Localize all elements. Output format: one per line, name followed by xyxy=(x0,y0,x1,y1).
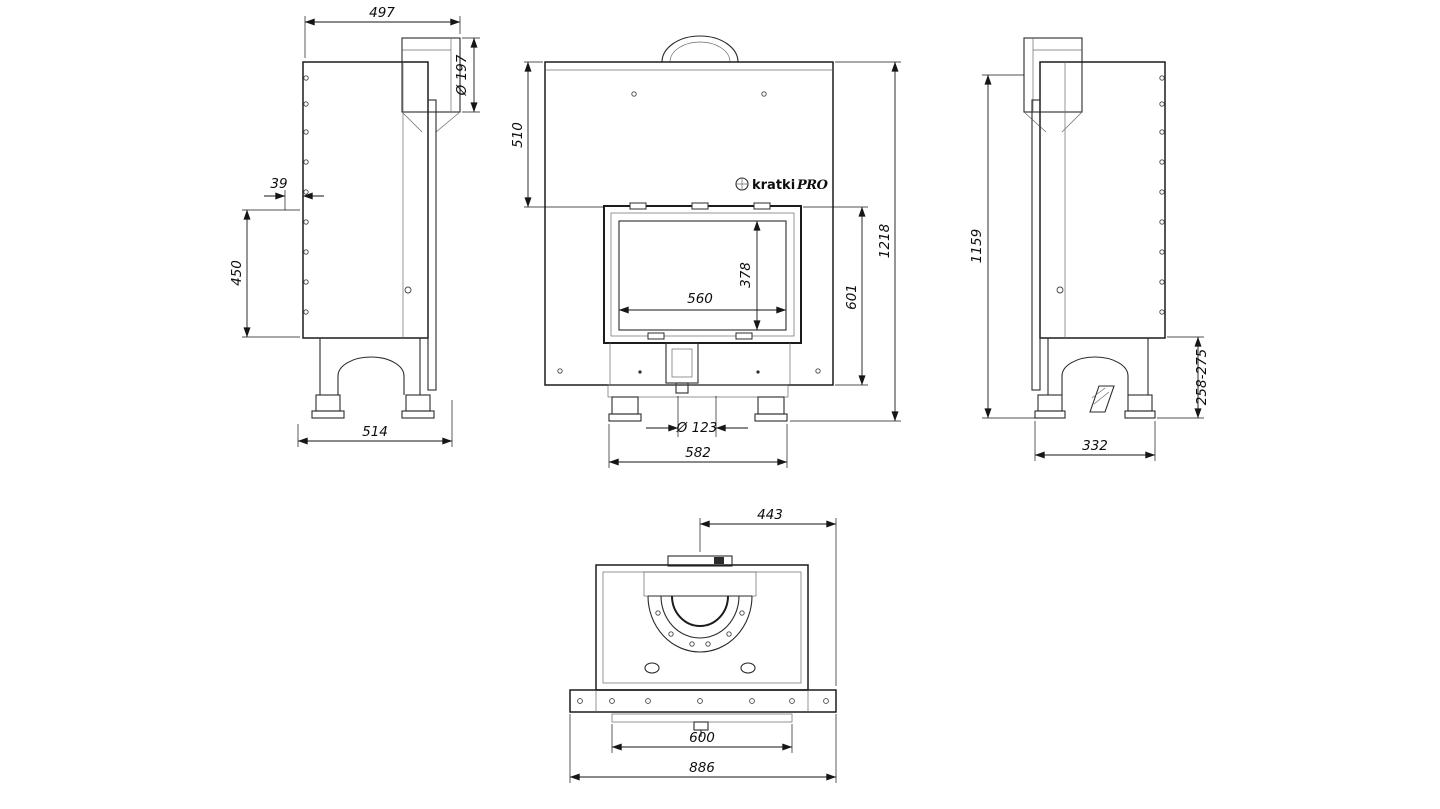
brand-logo: kratki PRO xyxy=(735,177,829,193)
hinge-1 xyxy=(629,202,647,210)
view-left-side xyxy=(302,37,461,419)
dim-label-601: 601 xyxy=(844,284,860,310)
foot-left-1 xyxy=(311,410,345,419)
dim-label-497: 497 xyxy=(369,5,395,21)
latch-2 xyxy=(735,332,753,340)
glass-panel xyxy=(618,220,787,331)
leg-front-2 xyxy=(757,396,785,415)
hinge-2 xyxy=(691,202,709,210)
dim-label-332: 332 xyxy=(1082,438,1108,454)
dims-left-side: 497 Ø 197 39 450 514 xyxy=(229,5,480,447)
view-top xyxy=(569,555,837,737)
bolt-circles-left xyxy=(303,75,309,315)
dim-label-600: 600 xyxy=(689,730,715,746)
dim-label-514: 514 xyxy=(362,424,388,440)
dims-front: 510 378 560 601 1218 Ø 123 582 xyxy=(510,61,901,468)
brand-logo-text: kratki xyxy=(752,178,795,193)
flue-opening-inner xyxy=(671,595,729,627)
dim-label-1159: 1159 xyxy=(969,229,985,263)
latch-1 xyxy=(647,332,665,340)
body-front xyxy=(544,61,834,386)
leg-left-1 xyxy=(315,394,341,412)
front-frame-right-side xyxy=(1031,99,1041,391)
bolt-circles-right xyxy=(1159,75,1165,315)
view-front: kratki PRO xyxy=(544,35,834,422)
foot-front-2 xyxy=(754,413,788,422)
dim-label-outlet-diameter: Ø 123 xyxy=(676,420,718,436)
dome-top xyxy=(661,35,739,63)
foot-right-1 xyxy=(1034,410,1066,419)
flue-pipe-left xyxy=(401,37,461,113)
front-panel-top-view xyxy=(569,689,837,713)
pedestal-arch-right xyxy=(1061,356,1129,395)
leg-right-1 xyxy=(1037,394,1063,412)
dim-label-582: 582 xyxy=(685,445,711,461)
front-frame-left-side xyxy=(427,99,437,391)
handle-right-side xyxy=(1056,286,1064,294)
dim-label-378: 378 xyxy=(738,262,754,288)
dim-label-39: 39 xyxy=(270,176,287,192)
hinge-3 xyxy=(753,202,771,210)
dims-top: 443 600 886 xyxy=(569,507,837,783)
handle-left-side xyxy=(404,286,412,294)
leg-right-2 xyxy=(1127,394,1153,412)
dim-label-leg-height: 258-275 xyxy=(1194,349,1210,405)
dim-label-450: 450 xyxy=(229,260,245,286)
dim-label-510: 510 xyxy=(510,122,526,148)
foot-front-1 xyxy=(608,413,642,422)
body-top-view xyxy=(595,564,809,691)
pedestal-arch-left xyxy=(337,356,405,395)
door-strip-top-view xyxy=(611,713,793,723)
mount-slot-2 xyxy=(740,662,756,674)
dim-label-886: 886 xyxy=(689,760,715,776)
handle-top-view xyxy=(693,721,709,731)
mount-slot-1 xyxy=(644,662,660,674)
dim-label-443: 443 xyxy=(757,507,783,523)
dim-label-1218: 1218 xyxy=(877,224,893,258)
body-left-side xyxy=(302,61,429,339)
dim-label-flue-diameter: Ø 197 xyxy=(454,54,470,96)
view-right-side xyxy=(1023,37,1166,419)
brand-logo-suffix: PRO xyxy=(796,178,829,193)
door-frame xyxy=(603,205,802,344)
dim-label-560: 560 xyxy=(687,291,713,307)
dims-right-side: 1159 258-275 332 xyxy=(969,74,1210,461)
body-right-side xyxy=(1039,61,1166,339)
panel-holes xyxy=(577,698,829,704)
leg-left-2 xyxy=(405,394,431,412)
base-plate-front xyxy=(607,384,789,398)
flue-rim-bolts xyxy=(655,610,745,647)
flue-opening-outer xyxy=(647,595,753,653)
flue-collar-top-view xyxy=(667,555,733,567)
foot-left-2 xyxy=(401,410,435,419)
foot-right-2 xyxy=(1124,410,1156,419)
leg-front-1 xyxy=(611,396,639,415)
